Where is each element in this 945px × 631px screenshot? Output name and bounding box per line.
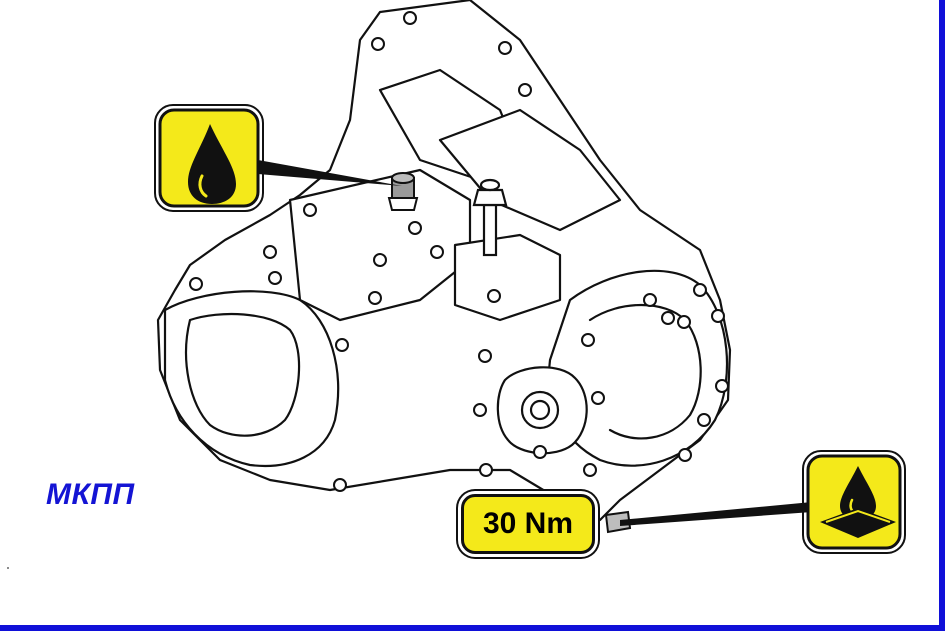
- gearbox-caption: МКПП: [46, 478, 135, 511]
- filler-plug: [387, 172, 419, 211]
- oil-drop-icon: [154, 104, 264, 212]
- drain-plug: [604, 510, 632, 534]
- housing-bolts: [189, 11, 729, 492]
- gearbox-body: [156, 0, 732, 522]
- torque-value: 30 Nm: [482, 507, 574, 540]
- fill-callout-line: [258, 160, 402, 186]
- shift-shaft: [472, 178, 508, 257]
- oil-drain-pan-icon: [802, 450, 906, 554]
- torque-badge: 30 Nm: [461, 494, 595, 554]
- drain-callout-line: [620, 502, 812, 526]
- stray-dot: [7, 567, 9, 569]
